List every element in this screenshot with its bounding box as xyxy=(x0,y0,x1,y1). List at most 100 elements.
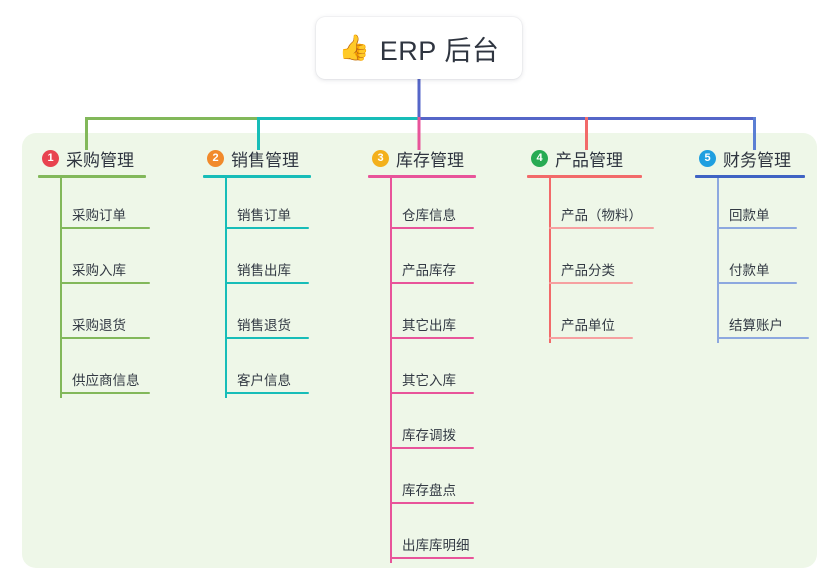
list-item[interactable]: 其它入库 xyxy=(368,343,476,398)
list-item-label: 库存盘点 xyxy=(402,483,456,498)
branch-header-2[interactable]: 2 销售管理 xyxy=(203,146,311,170)
list-item[interactable]: 库存盘点 xyxy=(368,453,476,508)
list-item-rule xyxy=(225,282,309,284)
branch-items-4: 产品（物料） 产品分类 产品单位 xyxy=(527,178,654,343)
branch-header-1[interactable]: 1 采购管理 xyxy=(38,146,146,170)
list-item[interactable]: 客户信息 xyxy=(203,343,311,398)
list-item-label: 其它入库 xyxy=(402,373,456,388)
list-item[interactable]: 出库库明细 xyxy=(368,508,476,563)
list-item-rule xyxy=(390,337,474,339)
list-item-label: 销售出库 xyxy=(237,263,291,278)
list-item-rule xyxy=(390,447,474,449)
branch-title-5: 财务管理 xyxy=(723,150,791,170)
branch-title-2: 销售管理 xyxy=(231,150,299,170)
list-item-label: 采购退货 xyxy=(72,318,126,333)
root-node-card[interactable]: 👍 ERP 后台 xyxy=(316,17,522,79)
branch-badge-1: 1 xyxy=(42,149,59,167)
branch-spine-2 xyxy=(225,178,227,398)
branch-rule-2 xyxy=(203,175,311,178)
list-item[interactable]: 产品分类 xyxy=(527,233,642,288)
list-item[interactable]: 产品（物料） xyxy=(527,178,654,233)
branch-rule-1 xyxy=(38,175,146,178)
list-item[interactable]: 销售退货 xyxy=(203,288,311,343)
branch-column-1: 1 采购管理 采购订单 采购入库 采购退货 供应商信息 xyxy=(38,146,150,398)
list-item-rule xyxy=(717,227,797,229)
branch-rule-3 xyxy=(368,175,476,178)
branch-spine-1 xyxy=(60,178,62,398)
branch-header-3[interactable]: 3 库存管理 xyxy=(368,146,476,170)
page-title: ERP 后台 xyxy=(379,35,500,66)
list-item[interactable]: 销售出库 xyxy=(203,233,311,288)
list-item-rule xyxy=(225,392,309,394)
list-item[interactable]: 采购入库 xyxy=(38,233,150,288)
branch-spine-4 xyxy=(549,178,551,343)
list-item[interactable]: 回款单 xyxy=(695,178,805,233)
list-item[interactable]: 付款单 xyxy=(695,233,805,288)
list-item[interactable]: 其它出库 xyxy=(368,288,476,343)
branch-column-4: 4 产品管理 产品（物料） 产品分类 产品单位 xyxy=(527,146,654,343)
list-item-label: 付款单 xyxy=(729,263,770,278)
list-item-label: 回款单 xyxy=(729,208,770,223)
branch-title-4: 产品管理 xyxy=(555,150,623,170)
branch-column-3: 3 库存管理 仓库信息 产品库存 其它出库 其它入库 库存调拨 xyxy=(368,146,476,563)
list-item-rule xyxy=(390,557,474,559)
branch-header-5[interactable]: 5 财务管理 xyxy=(695,146,805,170)
list-item[interactable]: 采购退货 xyxy=(38,288,150,343)
list-item-rule xyxy=(717,337,809,339)
list-item-label: 客户信息 xyxy=(237,373,291,388)
list-item-label: 结算账户 xyxy=(729,318,783,333)
branch-items-2: 销售订单 销售出库 销售退货 客户信息 xyxy=(203,178,311,398)
branch-items-1: 采购订单 采购入库 采购退货 供应商信息 xyxy=(38,178,150,398)
branch-title-1: 采购管理 xyxy=(66,150,134,170)
list-item-label: 产品单位 xyxy=(561,318,615,333)
branch-header-4[interactable]: 4 产品管理 xyxy=(527,146,642,170)
list-item-rule xyxy=(717,282,797,284)
branch-items-5: 回款单 付款单 结算账户 xyxy=(695,178,809,343)
diagram-panel xyxy=(22,133,817,568)
list-item-label: 产品（物料） xyxy=(561,208,642,223)
list-item[interactable]: 产品单位 xyxy=(527,288,642,343)
list-item[interactable]: 采购订单 xyxy=(38,178,150,233)
list-item[interactable]: 结算账户 xyxy=(695,288,809,343)
list-item-label: 采购订单 xyxy=(72,208,126,223)
list-item-rule xyxy=(225,337,309,339)
list-item-label: 其它出库 xyxy=(402,318,456,333)
list-item-rule xyxy=(60,392,150,394)
list-item-label: 产品分类 xyxy=(561,263,615,278)
list-item-rule xyxy=(60,282,150,284)
list-item-rule xyxy=(60,337,150,339)
branch-badge-5: 5 xyxy=(699,149,716,167)
list-item[interactable]: 供应商信息 xyxy=(38,343,150,398)
branch-badge-2: 2 xyxy=(207,149,224,167)
branch-spine-5 xyxy=(717,178,719,343)
list-item-label: 销售订单 xyxy=(237,208,291,223)
list-item-label: 仓库信息 xyxy=(402,208,456,223)
branch-column-5: 5 财务管理 回款单 付款单 结算账户 xyxy=(695,146,809,343)
list-item-label: 产品库存 xyxy=(402,263,456,278)
branch-column-2: 2 销售管理 销售订单 销售出库 销售退货 客户信息 xyxy=(203,146,311,398)
list-item-rule xyxy=(549,337,633,339)
branch-items-3: 仓库信息 产品库存 其它出库 其它入库 库存调拨 库存盘点 xyxy=(368,178,476,563)
list-item-rule xyxy=(60,227,150,229)
list-item-rule xyxy=(549,282,633,284)
branch-badge-3: 3 xyxy=(372,149,389,167)
list-item-rule xyxy=(390,227,474,229)
list-item-label: 库存调拨 xyxy=(402,428,456,443)
list-item[interactable]: 销售订单 xyxy=(203,178,311,233)
branch-rule-4 xyxy=(527,175,642,178)
list-item-rule xyxy=(390,392,474,394)
list-item-label: 销售退货 xyxy=(237,318,291,333)
list-item-label: 供应商信息 xyxy=(72,373,140,388)
list-item-rule xyxy=(225,227,309,229)
list-item[interactable]: 库存调拨 xyxy=(368,398,476,453)
branch-title-3: 库存管理 xyxy=(396,150,464,170)
list-item-rule xyxy=(390,502,474,504)
branch-spine-3 xyxy=(390,178,392,563)
list-item-label: 出库库明细 xyxy=(402,538,470,553)
list-item-rule xyxy=(549,227,654,229)
list-item[interactable]: 产品库存 xyxy=(368,233,476,288)
thumbs-up-icon: 👍 xyxy=(338,33,370,62)
list-item[interactable]: 仓库信息 xyxy=(368,178,476,233)
